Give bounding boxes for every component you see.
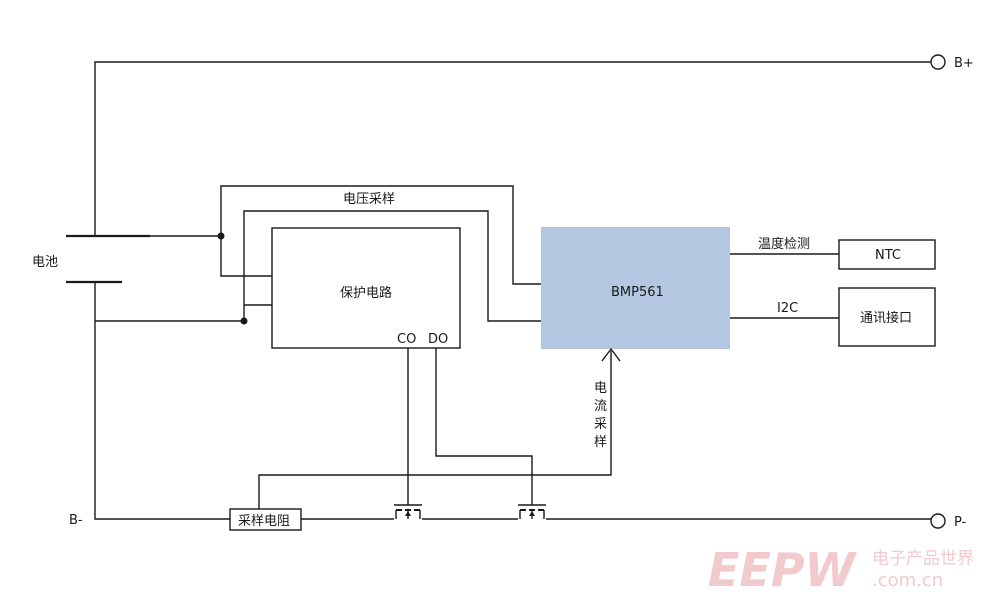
battery-label: 电池 [32,255,58,270]
protection-circuit-box [271,227,461,349]
current-sampling-label: 电 流 采 样 [594,381,607,450]
current-sampling-char: 流 [594,399,607,414]
ntc-box [838,239,936,270]
chip-name: BMP561 [611,285,664,300]
watermark: EEPW 电子产品世界 .com.cn [708,543,974,597]
bmp561-chip [541,227,730,349]
mosfet-do [518,504,546,519]
arrow-up-icon [601,347,621,362]
p-minus-label: P- [954,515,967,530]
ntc-label: NTC [875,248,901,263]
b-plus-rail [94,61,931,236]
current-sampling-char: 采 [594,417,607,432]
i2c-label: I2C [777,301,798,316]
protection-circuit-title: 保护电路 [340,285,392,301]
voltage-sampling-label: 电压采样 [343,192,395,207]
current-sampling-char: 样 [594,435,607,450]
voltage-sampling-wire-top [220,185,541,285]
watermark-url: .com.cn [872,570,943,591]
co-pin-label: CO [397,332,416,347]
interface-box [838,287,936,347]
current-sampling-char: 电 [594,381,607,396]
battery-minus-rail [94,282,230,520]
sense-resistor-label: 采样电阻 [238,514,290,529]
protection-vcc-wire [220,236,272,277]
do-gate-wire [435,348,533,505]
do-pin-label: DO [428,332,448,347]
current-sampling-wire [258,351,612,509]
voltage-sampling-wire-bottom [243,210,541,322]
mosfet-co [394,504,422,519]
b-plus-terminal [930,54,946,70]
watermark-cn-text: 电子产品世界 [872,549,974,569]
battery-symbol [66,234,150,284]
temperature-label: 温度检测 [758,236,810,252]
b-plus-label: B+ [954,56,974,71]
p-minus-terminal [930,513,946,529]
interface-label: 通讯接口 [860,310,912,326]
b-minus-label: B- [69,513,83,528]
watermark-logo: EEPW [708,543,858,597]
